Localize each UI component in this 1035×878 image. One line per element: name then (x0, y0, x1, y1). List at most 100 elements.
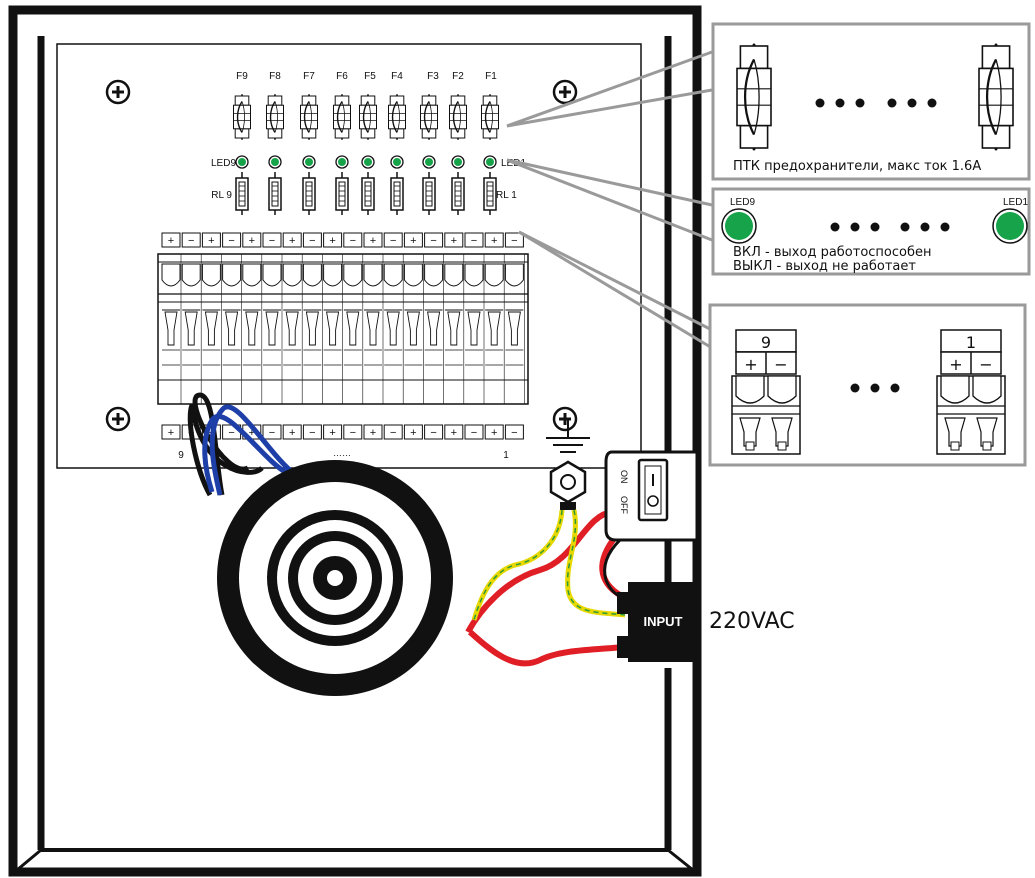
relay-icon (390, 172, 404, 215)
svg-text:+: + (410, 235, 416, 247)
screw-terminal (181, 254, 202, 404)
svg-text:−: − (390, 427, 396, 439)
led-icon (390, 155, 404, 169)
svg-text:−: − (309, 235, 315, 247)
terminal-dots-label: …… (333, 448, 351, 458)
terminal-sign-cell: − (222, 232, 242, 248)
fuse-icon (359, 94, 377, 140)
mounting-screws (105, 79, 578, 432)
led-icon (451, 155, 465, 169)
screw-terminal (201, 254, 222, 404)
callout-lines (506, 50, 713, 350)
terminal-sign-cell: − (424, 424, 444, 440)
fuse-row (233, 94, 499, 140)
screw-terminal (383, 254, 404, 404)
relay-icon (361, 172, 375, 215)
led-callout: LED9 LED1 ВКЛ - выход работоспособен ВЫК… (711, 187, 1031, 276)
relay-row (235, 172, 497, 215)
relay-icon (483, 172, 497, 215)
screw-icon (552, 406, 578, 432)
svg-text:−: − (471, 235, 477, 247)
terminal-sign-cell: − (464, 232, 484, 248)
fuse-labels: F9 F8 F7 F6 F5 F4 F3 F2 F1 (236, 71, 497, 82)
svg-text:+: + (410, 427, 416, 439)
svg-text:−: − (511, 427, 517, 439)
terminal-sign-cell: + (403, 424, 423, 440)
led-icon (302, 155, 316, 169)
toroidal-transformer (217, 460, 453, 696)
svg-text:+: + (249, 427, 255, 439)
fuse-label: F6 (336, 71, 348, 82)
fuse-label: F8 (269, 71, 281, 82)
terminal-1-label: 1 (503, 450, 509, 461)
rl9-label: RL 9 (211, 190, 232, 201)
screw-terminal (484, 254, 505, 404)
svg-text:+: + (329, 235, 335, 247)
terminal-9-label: 9 (178, 450, 184, 461)
fuse-callout: ПТК предохранители, макс ток 1.6A (711, 22, 1031, 181)
svg-text:+: + (491, 427, 497, 439)
switch-off-label: OFF (619, 496, 629, 514)
terminal-sign-cell: + (282, 232, 302, 248)
ellipsis-dots-icon (850, 383, 900, 393)
screw-terminal (282, 254, 303, 404)
led-icon (361, 155, 375, 169)
screw-terminal (222, 254, 242, 404)
terminal-sign-cell: + (201, 232, 221, 248)
fuse-icon (233, 94, 251, 140)
svg-text:−: − (228, 235, 234, 247)
relay-icon (302, 172, 316, 215)
led-icon (422, 155, 436, 169)
svg-text:+: + (329, 427, 335, 439)
terminal-sign-cell: − (424, 232, 444, 248)
terminal-sign-cell: − (343, 232, 363, 248)
screw-terminal (343, 254, 364, 404)
terminal-sign-cell: + (161, 232, 181, 248)
led-on-description: ВКЛ - выход работоспособен (733, 245, 932, 260)
fuse-label: F7 (303, 71, 315, 82)
svg-text:+: + (491, 235, 497, 247)
led-icon (235, 155, 249, 169)
terminal-sign-cell: − (181, 232, 201, 248)
fuse-icon (388, 94, 406, 140)
power-switch[interactable]: ON OFF (603, 450, 699, 600)
terminal-sign-row-top: +−+−+−+−+−+−+−+−+− (161, 232, 524, 248)
svg-text:−: − (188, 235, 194, 247)
terminal-sign-cell: + (484, 424, 504, 440)
terminal-sign-cell: − (302, 232, 322, 248)
ground-symbol-icon (546, 420, 590, 453)
callout-terminal-1-number: 1 (966, 333, 976, 352)
input-label: INPUT (644, 614, 683, 629)
input-voltage-label: 220VAC (709, 609, 795, 634)
led9-label: LED9 (211, 158, 236, 169)
svg-text:−: − (350, 427, 356, 439)
terminal-block (157, 253, 529, 405)
relay-icon (235, 172, 249, 215)
svg-text:+: + (208, 235, 214, 247)
callout-led1-label: LED1 (1003, 197, 1028, 208)
svg-text:+: + (168, 235, 174, 247)
terminal-callout: 9 + − 1 + − (708, 303, 1027, 467)
terminal-sign-cell: − (504, 424, 524, 440)
svg-text:−: − (430, 427, 436, 439)
fuse-label: F2 (452, 71, 464, 82)
callout-terminal-1: 1 + − (940, 329, 1002, 375)
fuse-label: F5 (364, 71, 376, 82)
terminal-sign-cell: − (343, 424, 363, 440)
callout-terminal-9-number: 9 (761, 333, 771, 352)
led-row (235, 155, 497, 169)
svg-text:+: + (249, 235, 255, 247)
terminal-sign-cell: + (484, 232, 504, 248)
svg-text:−: − (511, 235, 517, 247)
fuse-label: F9 (236, 71, 248, 82)
fuse-label: F3 (427, 71, 439, 82)
terminal-sign-cell: + (161, 424, 181, 440)
input-connector: INPUT (617, 582, 694, 662)
screw-terminal (262, 254, 283, 404)
fuse-icon (420, 94, 438, 140)
screw-terminal (242, 254, 263, 404)
svg-text:+: + (168, 427, 174, 439)
screw-icon (552, 79, 578, 105)
fuse-icon (449, 94, 467, 140)
callout-terminal-plus: + (949, 355, 962, 374)
